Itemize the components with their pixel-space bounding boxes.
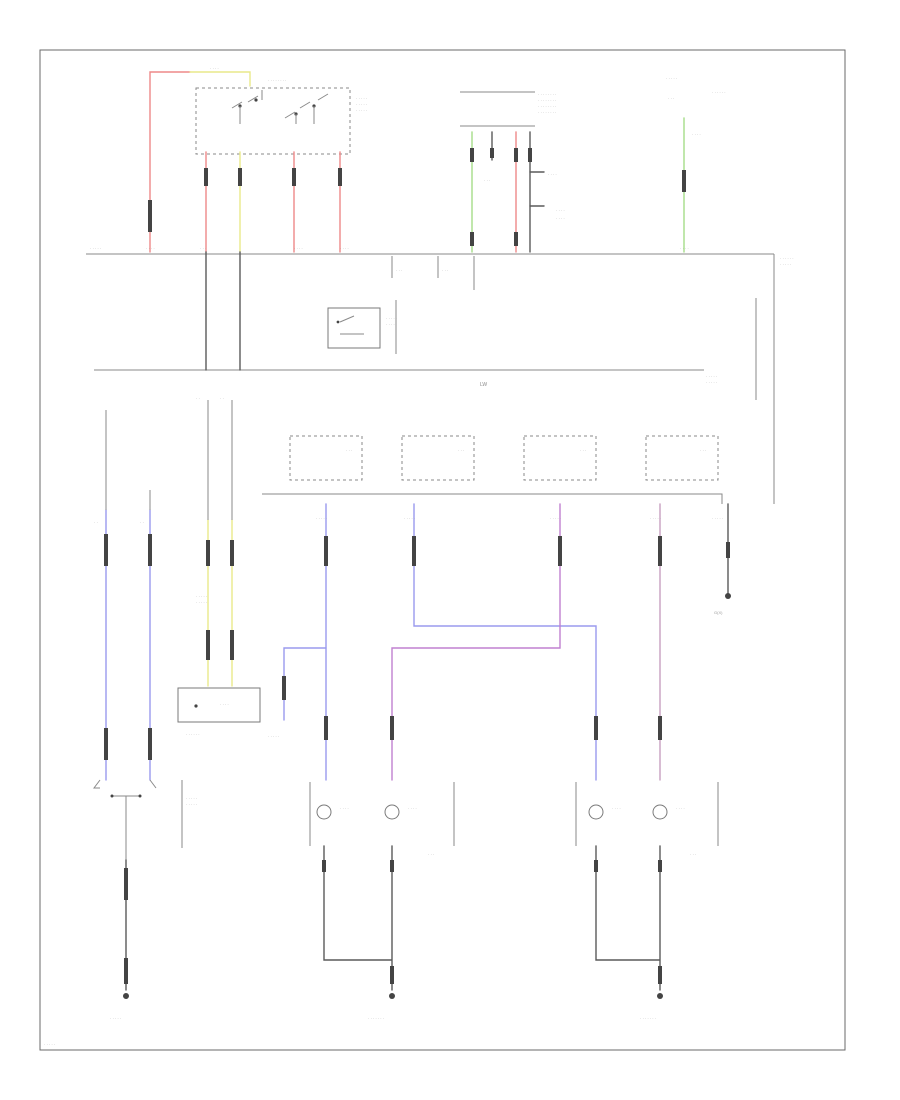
relay-bus	[262, 493, 723, 504]
ground-point-center	[389, 993, 395, 999]
svg-text:· · ·: · · ·	[700, 448, 706, 453]
wire-blue-col-2	[413, 503, 597, 781]
svg-text:· · · · ·: · · · · ·	[356, 102, 367, 107]
light-switch-label: · · · · · · · ·	[268, 78, 286, 83]
svg-text:· · · · ·: · · · · ·	[550, 516, 561, 521]
svg-text:· · · ·: · · · ·	[612, 806, 621, 811]
relay-box-3	[523, 435, 597, 481]
svg-text:· · · ·: · · · ·	[220, 702, 229, 707]
svg-text:· · · · ·: · · · · ·	[196, 594, 207, 599]
wire-black-ground-right	[595, 845, 661, 991]
svg-text:· · ·: · · ·	[200, 246, 206, 251]
svg-text:· · · · · · ·: · · · · · · ·	[640, 1016, 656, 1021]
svg-text:· · ·: · · ·	[668, 96, 674, 101]
wire-blue-branch	[283, 647, 327, 721]
svg-text:· · · · · · · ·: · · · · · · · ·	[538, 110, 556, 115]
svg-text:· · · · ·: · · · · ·	[706, 374, 717, 379]
svg-text:· · · ·: · · · ·	[146, 246, 155, 251]
svg-text:· · · ·: · · · ·	[676, 806, 685, 811]
svg-text:· · · · ·: · · · · ·	[196, 600, 207, 605]
relay-box-1	[289, 435, 363, 481]
diagram-frame	[39, 49, 846, 1051]
svg-text:· · ·: · · ·	[690, 852, 696, 857]
svg-text:· · · · ·: · · · · ·	[404, 516, 415, 521]
svg-text:· · · ·: · · · ·	[294, 246, 303, 251]
svg-text:· · · · · · · ·: · · · · · · · ·	[538, 98, 556, 103]
svg-text:· · ·: · · ·	[458, 448, 464, 453]
switch-contact-1	[231, 93, 329, 119]
svg-text:· · · · ·: · · · · ·	[356, 96, 367, 101]
svg-text:· · · · · ·: · · · · · ·	[712, 90, 726, 95]
relay-box-2	[401, 435, 475, 481]
ignition-switch-connector: · · · · · · · · · ·	[93, 779, 197, 860]
svg-text:· · · · ·: · · · · ·	[268, 734, 279, 739]
svg-text:· · ·: · · ·	[484, 178, 490, 183]
left-rear-light: · · · ·	[384, 804, 417, 820]
svg-text:· · · ·: · · · ·	[408, 806, 417, 811]
right-combination-lamp	[575, 782, 719, 846]
wire-purple-col-3	[391, 503, 561, 781]
wire-red-supply	[149, 71, 191, 253]
svg-text:· · · ·: · · · ·	[692, 132, 701, 137]
ground-point-right	[657, 993, 663, 999]
svg-text:· · · · · · · ·: · · · · · · · ·	[538, 104, 556, 109]
ground-label-left: · · · · ·	[110, 1016, 121, 1021]
svg-text:· · · · ·: · · · · ·	[356, 108, 367, 113]
relay-box-4	[645, 435, 719, 481]
svg-text:· ·: · ·	[220, 396, 224, 401]
license-plate-lamp: · · · · · · · · · ·	[177, 687, 261, 737]
svg-text:· · · · ·: · · · · ·	[666, 76, 677, 81]
central-body-ecu-line	[86, 253, 775, 504]
ground-point-right-top	[725, 593, 731, 599]
svg-text:· · · ·: · · · ·	[210, 66, 219, 71]
wire-yellow-supply	[189, 71, 251, 87]
svg-text:· ·: · ·	[140, 520, 144, 525]
svg-text:· · · ·: · · · ·	[680, 246, 689, 251]
svg-text:· · · · · · ·: · · · · · · ·	[368, 1016, 384, 1021]
ecu-label: · · · · · ·	[780, 256, 794, 261]
svg-text:· · ·: · · ·	[442, 268, 448, 273]
ground-label-top: G(X)	[714, 610, 723, 615]
lamp-relay-boxes: · · · · · · · · · · · ·	[289, 435, 719, 481]
passenger-compartment-fuse-box: · · · · · · · · · · · · · · · · · · · · …	[460, 91, 565, 253]
svg-text:· · · ·: · · · ·	[556, 208, 565, 213]
svg-text:· ·: · ·	[94, 520, 98, 525]
svg-text:· · · · ·: · · · · ·	[186, 796, 197, 801]
light-switch-box	[195, 87, 351, 155]
svg-text:· · · ·: · · · ·	[556, 216, 565, 221]
svg-text:· · ·: · · ·	[428, 852, 434, 857]
svg-text:· · ·: · · ·	[396, 268, 402, 273]
svg-text:· · · · ·: · · · · ·	[650, 516, 661, 521]
svg-text:· · · ·: · · · ·	[548, 172, 557, 177]
svg-text:· · · ·: · · · ·	[386, 322, 395, 327]
ground-point-left	[123, 993, 129, 999]
svg-text:· · · · ·: · · · · ·	[712, 516, 723, 521]
svg-text:· · · · ·: · · · · ·	[780, 262, 791, 267]
svg-text:· · · · · · · ·: · · · · · · · ·	[538, 92, 556, 97]
svg-text:· · · · ·: · · · · ·	[186, 802, 197, 807]
light-switch-group: · · · · · · · · · · · · · · · · · · · · …	[195, 78, 367, 155]
right-rear-light: · · · ·	[652, 804, 685, 820]
svg-text:· · · ·: · · · ·	[340, 806, 349, 811]
svg-text:· · · · · ·: · · · · · ·	[186, 732, 200, 737]
svg-text:· · ·: · · ·	[346, 448, 352, 453]
wire-black-ground-left	[323, 845, 393, 991]
left-front-light: · · · ·	[316, 804, 349, 820]
svg-text:· · · · ·: · · · · ·	[706, 380, 717, 385]
svg-text:· · · ·: · · · ·	[340, 246, 349, 251]
diagram-code: · · · · ·	[44, 1042, 55, 1047]
svg-text:· · · · ·: · · · · ·	[90, 246, 101, 251]
svg-text:· · · · ·: · · · · ·	[316, 516, 327, 521]
mid-label: LW	[480, 382, 487, 388]
svg-text:· · ·: · · ·	[580, 448, 586, 453]
dimmer-relay: · · · · · · · · ·	[327, 300, 397, 354]
svg-text:· · · · ·: · · · · ·	[386, 316, 397, 321]
right-front-light: · · · ·	[588, 804, 621, 820]
svg-text:· ·: · ·	[196, 396, 200, 401]
left-combination-lamp	[309, 782, 455, 846]
